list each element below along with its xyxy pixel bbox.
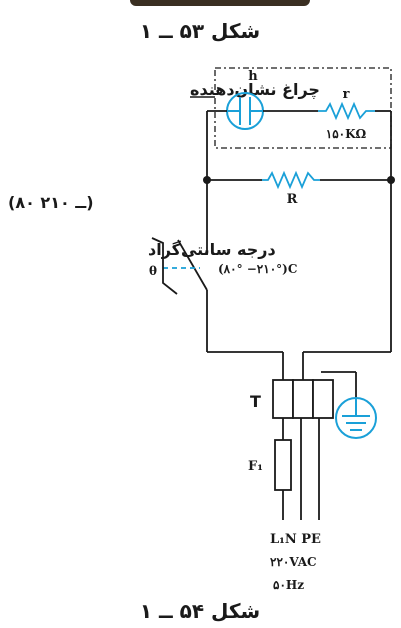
thermostat-switch-blade [177, 239, 208, 291]
range-parenthetical: (۸۰ ــ ۲۱۰) [8, 193, 94, 212]
photo-strip [130, 0, 310, 6]
fuse-icon [274, 439, 292, 491]
junction-dot-right [387, 176, 395, 184]
thermostat-label: درجه سانتی‌گراد [148, 240, 276, 259]
resistor-main-symbol: R [287, 192, 298, 207]
ground-icon [335, 397, 377, 439]
thermostat-leader [151, 237, 164, 258]
terminal-cell-2 [292, 379, 314, 419]
junction-dot-left [203, 176, 211, 184]
resistor-main-icon [262, 170, 320, 190]
indicator-lamp-label: چراغ نشان‌دهنده [190, 80, 320, 100]
theta-symbol: θ [149, 264, 157, 278]
terminal-cell-1 [272, 379, 294, 419]
thermostat-range: (۸۰° −۲۱۰°)C [218, 262, 297, 276]
resistor-small-icon [318, 101, 375, 121]
lamp-symbol: h [248, 69, 258, 84]
supply-voltage: ۲۲۰VAC [270, 555, 317, 569]
supply-terminals: L₁N PE [270, 532, 321, 547]
caption-bottom: شکل ۵۴ ــ ۱ [140, 599, 260, 623]
indicator-dashed-box [214, 67, 392, 149]
thermostat-sensor [162, 258, 178, 295]
resistor-small-value: ۱۵۰KΩ [326, 127, 367, 141]
terminal-cell-3 [312, 379, 334, 419]
terminal-symbol: T [250, 392, 261, 411]
supply-frequency: ۵۰Hz [273, 578, 304, 592]
caption-top: شکل ۵۳ ــ ۱ [140, 19, 260, 43]
wiring [206, 110, 392, 520]
fuse-symbol: F₁ [248, 459, 263, 474]
resistor-small-symbol: r [343, 87, 350, 102]
